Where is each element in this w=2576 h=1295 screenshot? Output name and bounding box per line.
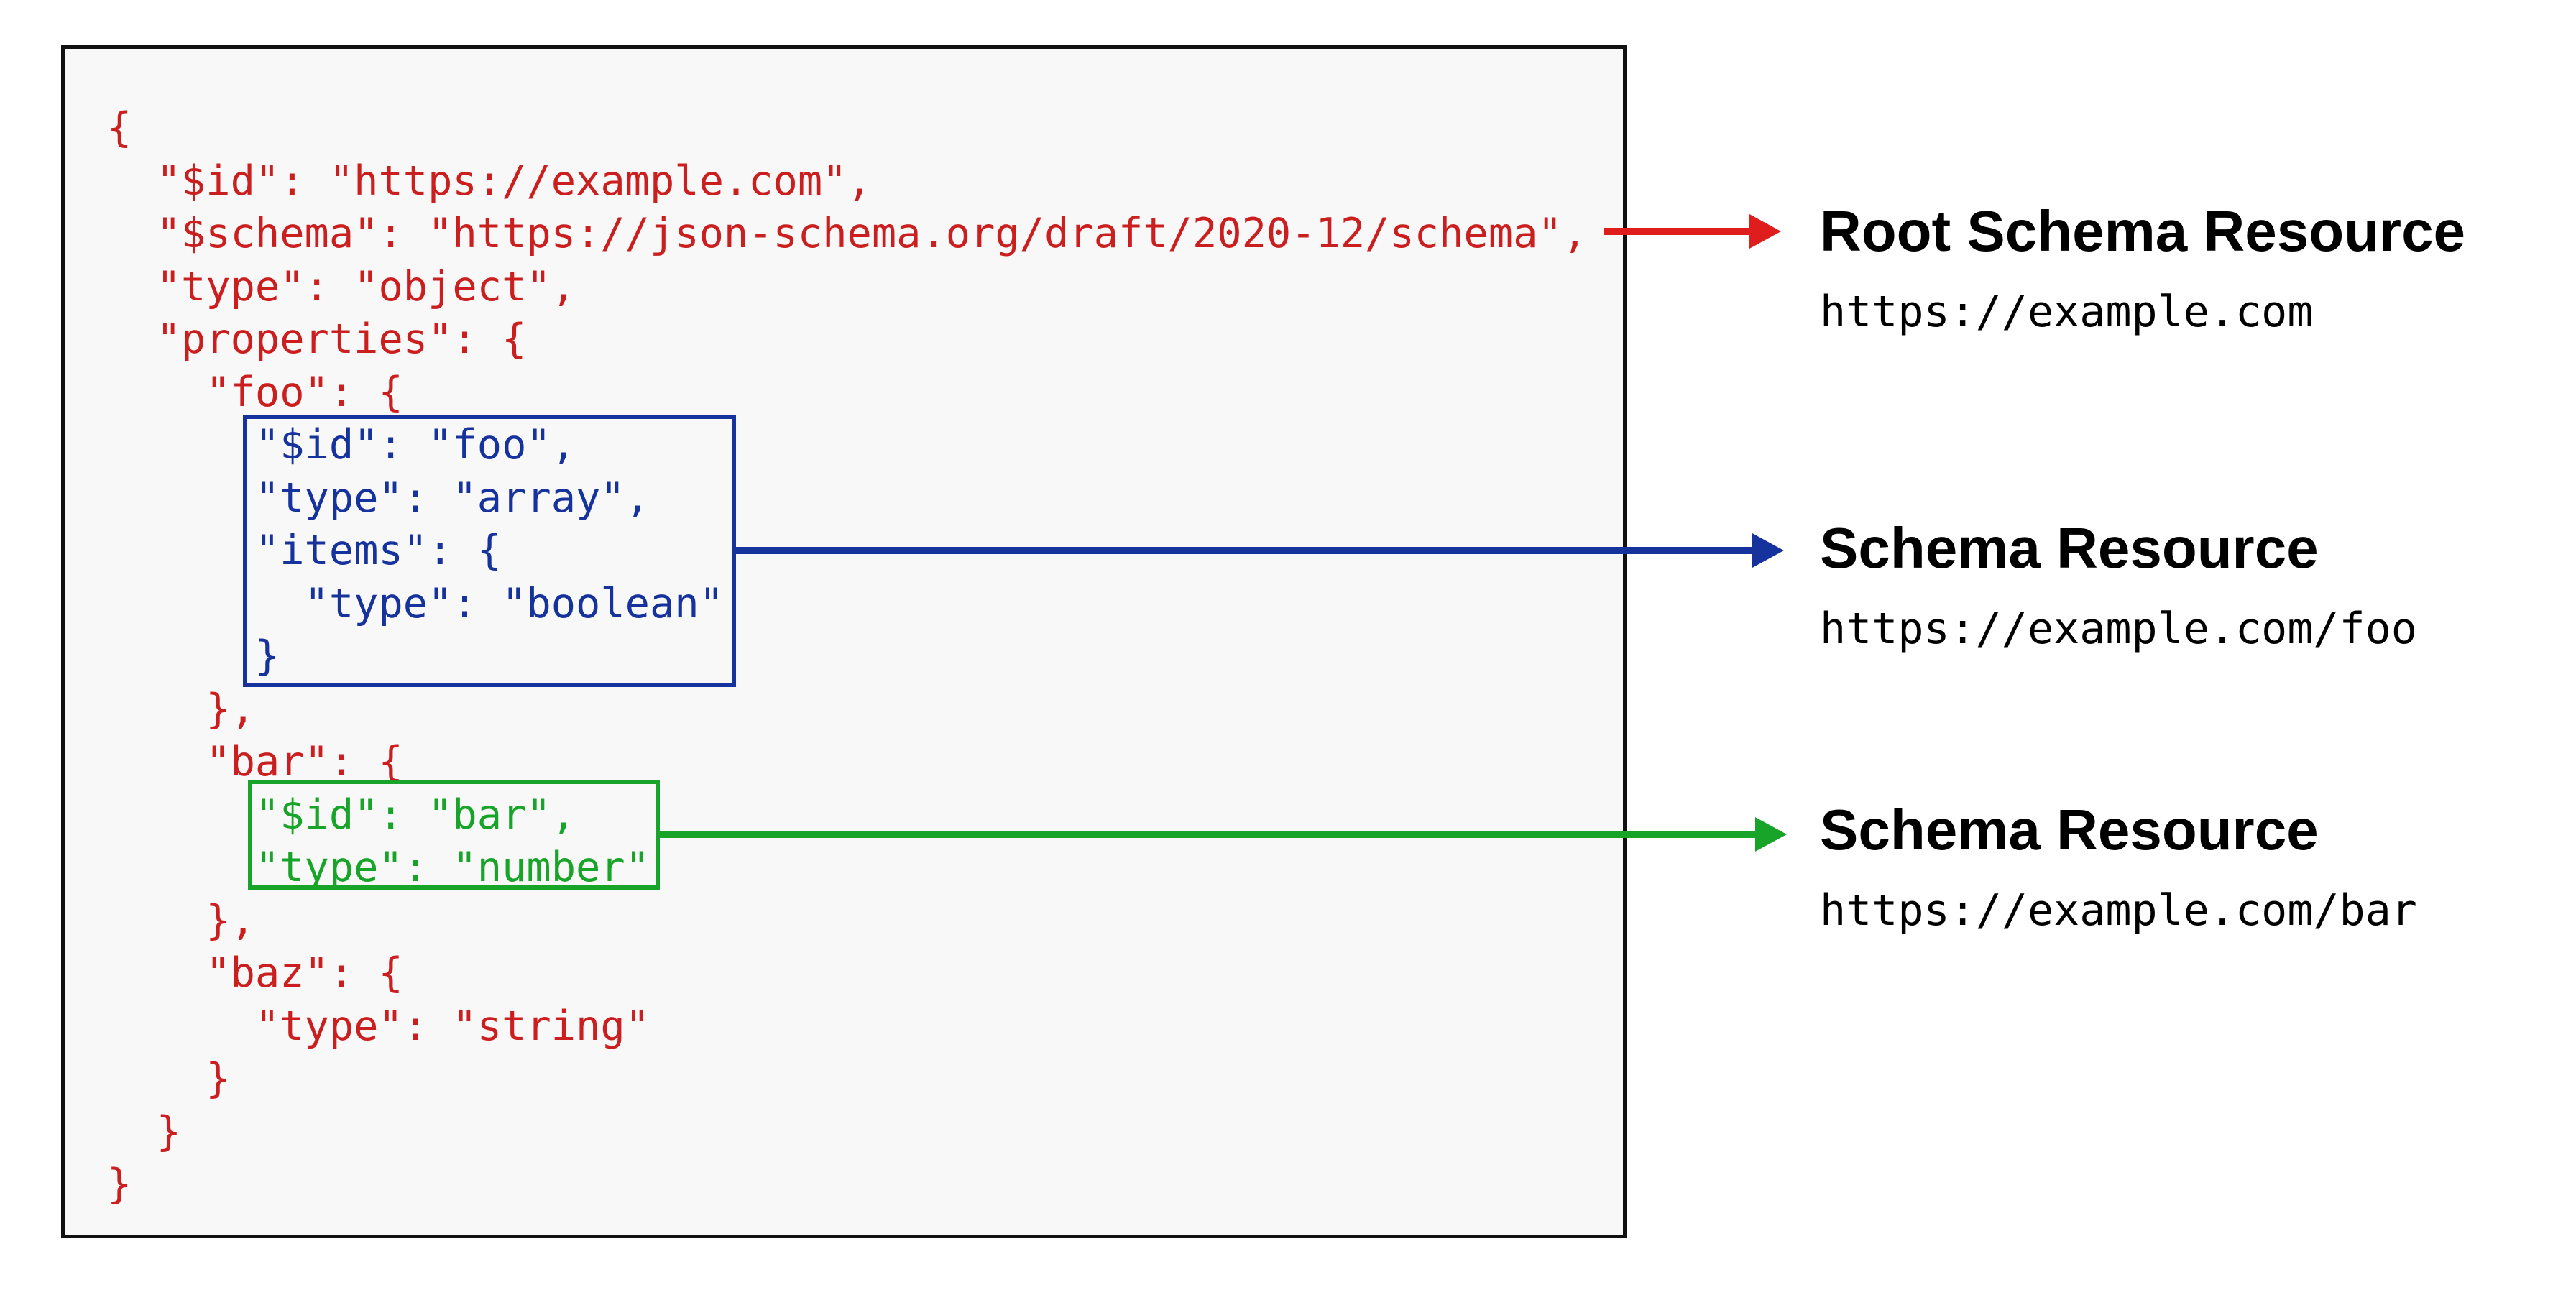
code-line: "$schema": "https://json-schema.org/draf…: [107, 210, 1588, 257]
annotation-url: https://example.com/bar: [1820, 885, 2417, 936]
code-line: "baz": {: [107, 949, 403, 997]
code-line: "type": "number": [107, 844, 650, 891]
arrowhead-icon: [1752, 533, 1784, 568]
annotation-heading: Schema Resource: [1820, 516, 2319, 580]
code-line: "bar": {: [107, 738, 403, 785]
code-line: {: [107, 104, 132, 152]
annotation-root-schema-resource: Root Schema Resource https://example.com: [1820, 199, 2539, 338]
code-line: }: [107, 1055, 231, 1102]
arrowhead-icon: [1749, 214, 1781, 249]
foo-schema-resource-outline: [243, 415, 736, 687]
annotation-foo-schema-resource: Schema Resource https://example.com/foo: [1820, 516, 2539, 655]
code-line: "items": {: [107, 527, 502, 574]
annotation-url: https://example.com/foo: [1820, 604, 2417, 654]
annotation-url: https://example.com: [1820, 287, 2314, 337]
code-line: "properties": {: [107, 315, 527, 363]
code-line: "$id": "foo",: [107, 421, 576, 469]
code-line: "type": "boolean": [107, 579, 724, 627]
code-line: }: [107, 1161, 132, 1208]
code-line: "type": "string": [107, 1002, 650, 1050]
code-line: "type": "object",: [107, 262, 576, 310]
code-line: }: [107, 1107, 181, 1156]
code-line: "foo": {: [107, 368, 403, 416]
annotation-heading: Root Schema Resource: [1820, 199, 2466, 263]
code-line: },: [107, 896, 255, 944]
code-line: }: [107, 632, 280, 680]
schema-document-box: [61, 45, 1627, 1238]
json-code-block: { "$id": "https://example.com", "$schema…: [107, 102, 1587, 1212]
code-line: "type": "array",: [107, 474, 650, 522]
annotation-bar-schema-resource: Schema Resource https://example.com/bar: [1820, 798, 2539, 937]
annotation-heading: Schema Resource: [1820, 798, 2319, 862]
code-line: "$id": "https://example.com",: [107, 157, 872, 205]
root-schema-arrow: [1604, 214, 1781, 249]
code-line: "$id": "bar",: [107, 791, 576, 839]
code-line: },: [107, 685, 255, 733]
bar-schema-resource-outline: [248, 780, 660, 890]
arrowhead-icon: [1755, 817, 1787, 852]
